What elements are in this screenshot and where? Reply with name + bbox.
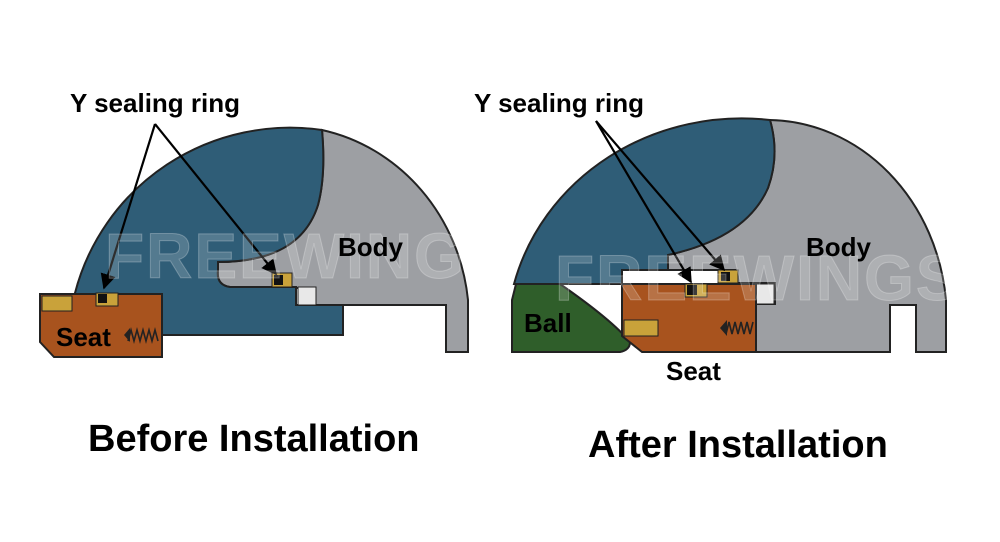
after-ring-leader-1 bbox=[595, 120, 692, 284]
before-ring-leader-1 bbox=[100, 123, 157, 290]
before-ball bbox=[74, 126, 344, 336]
before-gap-square bbox=[297, 286, 317, 306]
before-y-sealing-ring-label: Y sealing ring bbox=[70, 88, 241, 118]
before-y-ring-body-core bbox=[274, 275, 283, 285]
before-installation-panel bbox=[39, 123, 469, 358]
after-y-ring-seat-core bbox=[687, 285, 697, 295]
before-spring-cap bbox=[124, 328, 130, 342]
after-installation-panel bbox=[511, 117, 947, 353]
after-ball-label: Ball bbox=[524, 308, 572, 338]
after-body-label: Body bbox=[806, 232, 871, 262]
after-installation-caption: After Installation bbox=[588, 424, 888, 466]
before-y-ring-seat-core bbox=[98, 294, 107, 303]
before-seat-spring bbox=[127, 326, 159, 345]
after-seat-spring bbox=[725, 321, 754, 335]
before-body-label: Body bbox=[338, 232, 403, 262]
before-watermark: FREEWINGS bbox=[105, 220, 511, 292]
before-installation-caption: Before Installation bbox=[88, 418, 420, 460]
before-ring-leader-2 bbox=[154, 123, 277, 276]
after-seat-insert bbox=[623, 319, 659, 337]
after-watermark: FREEWINGS bbox=[555, 242, 961, 314]
before-seat-label: Seat bbox=[56, 322, 111, 352]
after-seat-label: Seat bbox=[666, 356, 721, 386]
after-y-sealing-ring-label: Y sealing ring bbox=[474, 88, 645, 118]
after-ring-leader-2 bbox=[595, 120, 726, 272]
after-y-ring-body-core bbox=[721, 272, 730, 281]
after-spring-cap bbox=[720, 320, 727, 336]
before-seat-insert bbox=[41, 295, 73, 312]
